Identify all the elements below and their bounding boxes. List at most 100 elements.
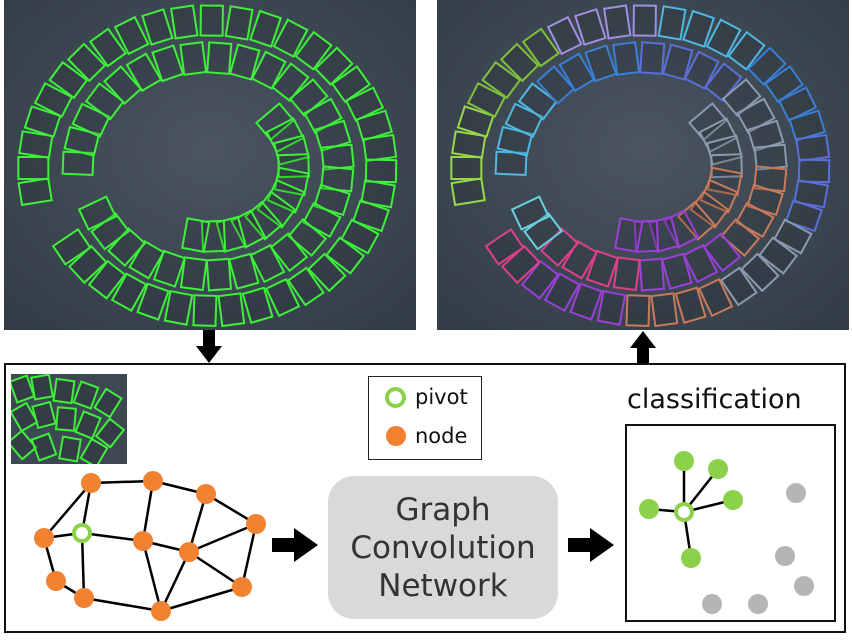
character-box	[561, 239, 599, 280]
character-box	[163, 289, 194, 326]
character-box	[484, 227, 525, 266]
character-box	[517, 82, 558, 121]
grouped-photo	[437, 0, 849, 330]
linked-node	[674, 451, 694, 471]
character-box	[364, 158, 398, 184]
character-box	[520, 259, 560, 300]
character-box	[657, 5, 687, 41]
gcn-box: Graph Convolution Network	[328, 476, 558, 619]
character-box	[504, 102, 544, 139]
character-box	[48, 60, 89, 100]
character-box	[17, 156, 50, 181]
character-box	[797, 158, 831, 184]
character-box	[639, 41, 666, 75]
character-box	[702, 232, 742, 273]
character-box	[128, 239, 166, 280]
unlinked-node	[702, 594, 722, 614]
character-box	[661, 43, 694, 81]
character-box	[33, 81, 74, 118]
detection-photo	[4, 0, 416, 330]
graph-edge	[80, 532, 86, 599]
character-box	[272, 18, 309, 58]
unlinked-node	[775, 546, 795, 566]
character-box	[706, 166, 743, 197]
character-box	[682, 243, 719, 284]
grouped-character-boxes	[450, 4, 831, 328]
pivot-marker-icon	[385, 386, 406, 408]
graph-edge	[159, 551, 191, 612]
legend-pivot-label: pivot	[415, 385, 468, 409]
character-box	[136, 282, 170, 321]
character-box	[217, 292, 246, 328]
character-box	[264, 277, 301, 318]
pivot-node	[674, 502, 694, 522]
character-box	[546, 15, 583, 56]
character-box	[795, 133, 831, 163]
gcn-line-2: Convolution	[350, 529, 536, 566]
character-box	[141, 8, 174, 46]
graph-edge	[43, 482, 92, 539]
graph-node	[232, 577, 252, 597]
graph-edge	[90, 479, 154, 485]
character-box	[735, 201, 775, 239]
unlinked-node	[794, 576, 814, 596]
character-box	[705, 18, 742, 58]
character-box	[199, 4, 224, 37]
character-box	[67, 244, 108, 285]
character-box	[521, 27, 561, 68]
character-box	[249, 243, 286, 284]
character-box	[340, 218, 380, 255]
graph-node	[151, 601, 171, 621]
character-box	[558, 52, 596, 93]
character-box	[66, 42, 107, 83]
character-box	[110, 272, 148, 312]
character-box	[584, 44, 618, 83]
character-box	[466, 81, 507, 118]
character-box	[763, 65, 804, 104]
character-box	[170, 4, 199, 40]
character-box	[746, 46, 787, 86]
character-box	[71, 102, 111, 139]
character-box	[270, 62, 310, 103]
character-box	[499, 42, 540, 83]
character-box	[676, 200, 716, 241]
character-box	[758, 236, 799, 275]
character-box	[682, 9, 716, 48]
character-box	[113, 15, 150, 56]
character-box	[451, 130, 487, 159]
node-marker-icon	[386, 426, 406, 446]
character-box	[788, 109, 827, 142]
character-box	[287, 217, 328, 257]
linked-node	[639, 499, 659, 519]
character-box	[273, 166, 310, 197]
legend-node: node	[385, 422, 467, 450]
graph-node	[179, 542, 199, 562]
character-box	[241, 286, 274, 325]
character-boxes	[17, 4, 398, 328]
right-arrow-icon	[272, 528, 318, 562]
character-box	[719, 266, 758, 307]
graph-node	[74, 588, 94, 608]
character-box	[88, 27, 128, 68]
character-box	[632, 4, 657, 37]
character-box	[227, 252, 260, 290]
character-box	[351, 199, 391, 233]
character-box	[500, 244, 541, 285]
character-box	[18, 130, 54, 159]
pivot-node	[72, 523, 92, 543]
character-box	[456, 105, 495, 139]
character-box	[688, 102, 728, 142]
character-box	[179, 256, 208, 292]
character-box	[720, 217, 761, 257]
graph-edge	[187, 493, 208, 553]
linked-node	[681, 548, 701, 568]
character-box	[510, 195, 550, 231]
up-arrow-icon	[630, 331, 656, 364]
graph-edge	[188, 550, 243, 589]
character-box	[87, 259, 127, 300]
character-box	[313, 46, 354, 86]
character-box	[205, 257, 232, 292]
character-box	[84, 82, 125, 121]
unlinked-node	[748, 594, 768, 614]
linked-node	[708, 459, 728, 479]
